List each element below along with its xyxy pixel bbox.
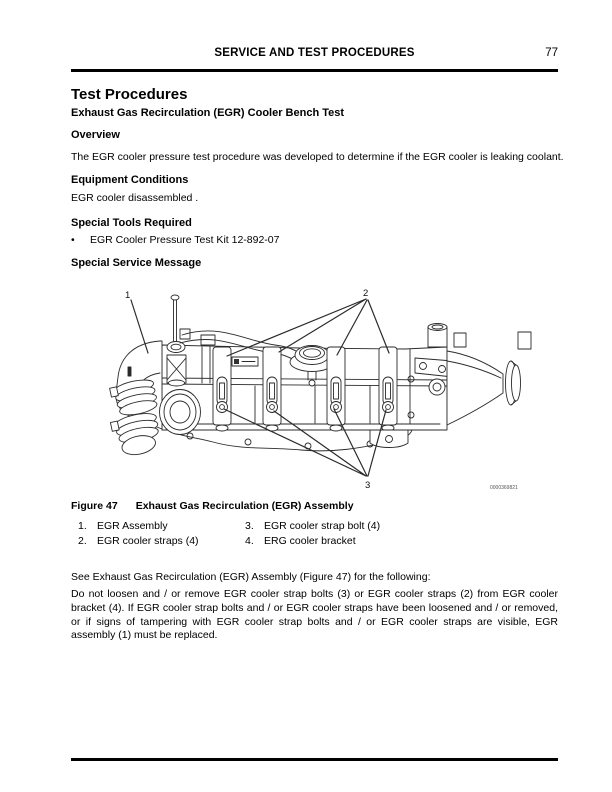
figure-caption-title: Exhaust Gas Recirculation (EGR) Assembly (135, 500, 354, 512)
overview-text: The EGR cooler pressure test procedure w… (71, 151, 564, 163)
legend-label-1: EGR Assembly (97, 520, 168, 532)
callout-1-label: 1 (125, 290, 130, 301)
warning-paragraph: Do not loosen and / or remove EGR cooler… (71, 588, 558, 642)
callout-3-label: 3 (365, 480, 370, 491)
callout-leader-lines (130, 298, 390, 477)
strap-1 (212, 346, 232, 432)
egr-assembly-diagram: 1 2 3 0000369821 (109, 288, 532, 491)
test-subtitle: Exhaust Gas Recirculation (EGR) Cooler B… (71, 107, 345, 119)
outlet-cone (446, 331, 532, 426)
strap-3 (326, 346, 346, 432)
coolant-port (289, 345, 335, 387)
legend-num-4: 4. (245, 535, 254, 547)
legend-num-1: 1. (78, 520, 87, 532)
circular-flange (159, 389, 201, 435)
legend-num-3: 3. (245, 520, 254, 532)
special-service-message-heading: Special Service Message (71, 257, 202, 269)
legend-num-2: 2. (78, 535, 87, 547)
leader-1 (130, 299, 149, 354)
equipment-conditions-heading: Equipment Conditions (71, 174, 189, 186)
special-tool-name: EGR Cooler Pressure Test Kit 12-892-07 (90, 234, 280, 246)
special-tools-heading: Special Tools Required (71, 217, 192, 229)
egr-assembly-figure: 1 2 3 0000369821 (70, 283, 545, 497)
id-plate (231, 356, 259, 367)
special-tools-list-item: • EGR Cooler Pressure Test Kit 12-892-07 (71, 234, 279, 246)
strap-2 (262, 346, 282, 432)
legend-label-2: EGR cooler straps (4) (97, 535, 199, 547)
strap-4 (378, 346, 398, 432)
figure-caption-label: Figure 47 (71, 500, 118, 512)
page-header: SERVICE AND TEST PROCEDURES 77 (71, 47, 558, 62)
page-number: 77 (545, 47, 558, 59)
leader-3 (223, 408, 387, 477)
header-title: SERVICE AND TEST PROCEDURES (214, 47, 415, 59)
see-reference-text: See Exhaust Gas Recirculation (EGR) Asse… (71, 571, 431, 583)
leader-2 (226, 298, 390, 357)
footer-rule (71, 758, 558, 761)
header-rule (71, 69, 558, 72)
legend-label-4: ERG cooler bracket (264, 535, 356, 547)
figure-legend: 1. EGR Assembly 3. EGR cooler strap bolt… (78, 519, 380, 549)
section-title: Test Procedures (71, 86, 188, 103)
figure-image-code: 0000369821 (490, 485, 518, 491)
figure-caption: Figure 47 Exhaust Gas Recirculation (EGR)… (71, 500, 354, 512)
callout-2-label: 2 (363, 288, 368, 299)
hose-couplings (109, 379, 159, 456)
overview-heading: Overview (71, 129, 120, 141)
legend-label-3: EGR cooler strap bolt (4) (264, 520, 381, 532)
cooler-straps (212, 346, 398, 432)
bullet-marker: • (71, 234, 75, 246)
equipment-conditions-text: EGR cooler disassembled . (71, 192, 199, 204)
